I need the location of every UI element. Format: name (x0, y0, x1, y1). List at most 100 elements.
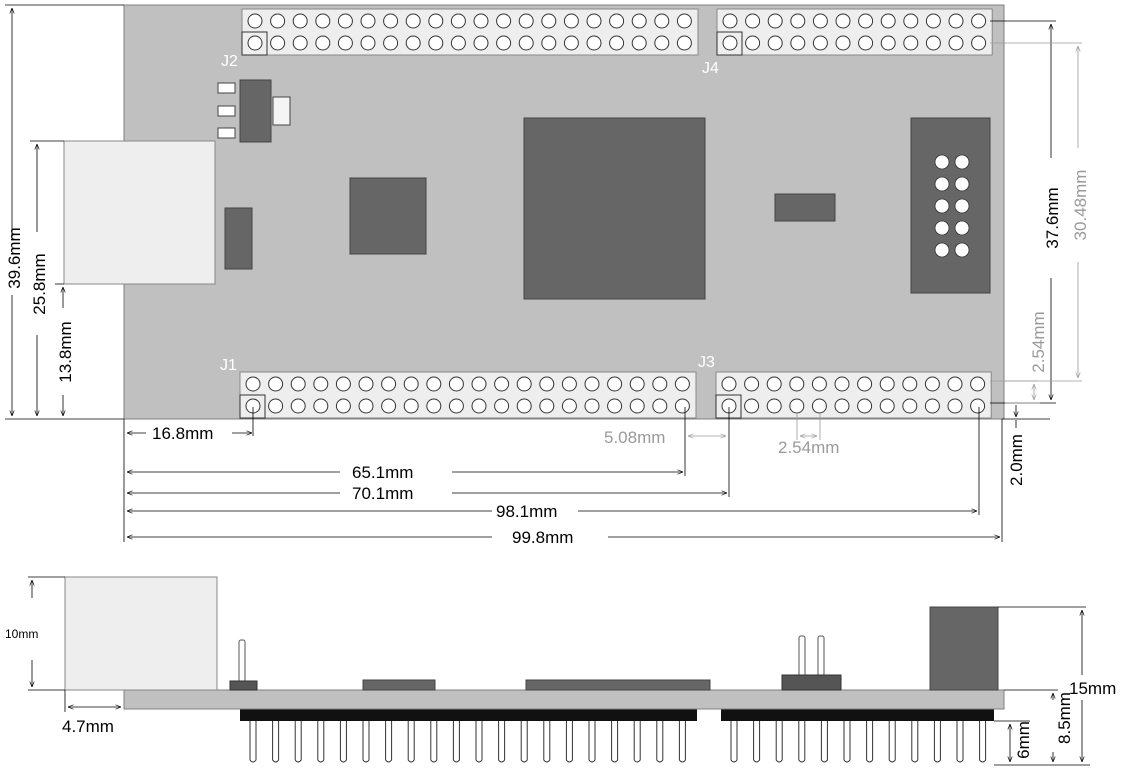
side-chip-main (525, 679, 711, 691)
jtag-hole (954, 154, 970, 170)
side-pin (956, 721, 964, 763)
header-pin (857, 398, 873, 414)
header-pin (812, 35, 828, 51)
header-pin (494, 398, 510, 414)
header-pin (313, 376, 329, 392)
dim-bottom-offset: 2.0mm (1007, 434, 1026, 486)
side-pin (820, 721, 828, 763)
header-pin (403, 376, 419, 392)
side-pin (317, 721, 325, 763)
header-pin (835, 13, 851, 29)
header-j3-label: J3 (698, 354, 715, 371)
jtag-hole (934, 198, 950, 214)
header-j2 (241, 8, 699, 56)
header-pin (541, 35, 557, 51)
header-pin (903, 13, 919, 29)
top-dimensions-gray (688, 42, 1082, 440)
dim-pin-length: 6mm (1014, 721, 1033, 759)
dim-usb-bottom: 13.8mm (56, 321, 75, 382)
side-pin (588, 721, 596, 763)
header-pin (563, 35, 579, 51)
side-pin (249, 721, 257, 763)
header-pin (880, 13, 896, 29)
header-pin (745, 35, 761, 51)
dim-usb-height: 10mm (5, 627, 38, 641)
dim-j1-end: 65.1mm (352, 463, 413, 482)
side-chip-medium (362, 679, 436, 691)
header-pin (925, 35, 941, 51)
header-pin (428, 35, 444, 51)
chip-small-horizontal (774, 193, 836, 222)
side-pin (385, 721, 393, 763)
side-pin (633, 721, 641, 763)
regulator (217, 79, 291, 143)
header-pin (654, 13, 670, 29)
pin1-marker (716, 31, 743, 56)
header-pin (629, 398, 645, 414)
header-pin (902, 398, 918, 414)
header-pin (722, 13, 738, 29)
jtag-hole (954, 242, 970, 258)
header-pin (674, 376, 690, 392)
header-pin (676, 13, 692, 29)
header-pin (858, 13, 874, 29)
header-pin (358, 376, 374, 392)
header-pin (744, 376, 760, 392)
header-pin (268, 398, 284, 414)
header-pin (947, 398, 963, 414)
header-pin (790, 35, 806, 51)
dim-header-gap: 5.08mm (604, 428, 665, 447)
hdr-j2-body (241, 8, 699, 56)
header-pin (789, 376, 805, 392)
header-pin (970, 398, 986, 414)
header-pin (584, 376, 600, 392)
header-pin (473, 35, 489, 51)
header-pin (903, 35, 919, 51)
header-pin (315, 35, 331, 51)
dim-usb-offset: 25.8mm (30, 253, 49, 314)
header-pin (607, 398, 623, 414)
header-j2-label: J2 (221, 53, 238, 70)
dim-total-height: 15mm (1069, 679, 1116, 698)
header-pin (247, 35, 263, 51)
header-pin (428, 13, 444, 29)
header-pin (516, 398, 532, 414)
side-pin (798, 721, 806, 763)
side-pin (678, 721, 686, 763)
side-header-left (240, 709, 697, 721)
header-pin (450, 35, 466, 51)
side-pcb (123, 689, 1005, 710)
header-pin (674, 398, 690, 414)
header-pin (970, 376, 986, 392)
header-pin (971, 35, 987, 51)
header-pin (971, 13, 987, 29)
header-pin (811, 376, 827, 392)
side-jtag-pin-1 (798, 635, 806, 677)
header-pin (722, 35, 738, 51)
side-pin (362, 721, 370, 763)
header-pin (631, 35, 647, 51)
side-pin (866, 721, 874, 763)
side-regulator-pin (238, 639, 246, 683)
side-pin (565, 721, 573, 763)
header-pin (880, 35, 896, 51)
jtag-hole (934, 242, 950, 258)
header-pin (789, 398, 805, 414)
pin1-marker (239, 394, 266, 419)
side-pin (888, 721, 896, 763)
header-pin (948, 13, 964, 29)
chip-small-vertical (224, 207, 253, 270)
header-j1-label: J1 (220, 357, 237, 374)
header-pin (405, 35, 421, 51)
dim-j1-x: 16.8mm (152, 424, 213, 443)
header-pin (337, 13, 353, 29)
top-view: J2 J4 J1 J3 (63, 4, 1005, 420)
side-pin (933, 721, 941, 763)
dim-usb-overhang: 4.7mm (62, 717, 114, 736)
pin1-marker (241, 31, 268, 56)
header-pin (518, 13, 534, 29)
header-pin (381, 398, 397, 414)
header-pin (426, 376, 442, 392)
side-jtag-pin-2 (817, 635, 825, 677)
header-pin (563, 13, 579, 29)
